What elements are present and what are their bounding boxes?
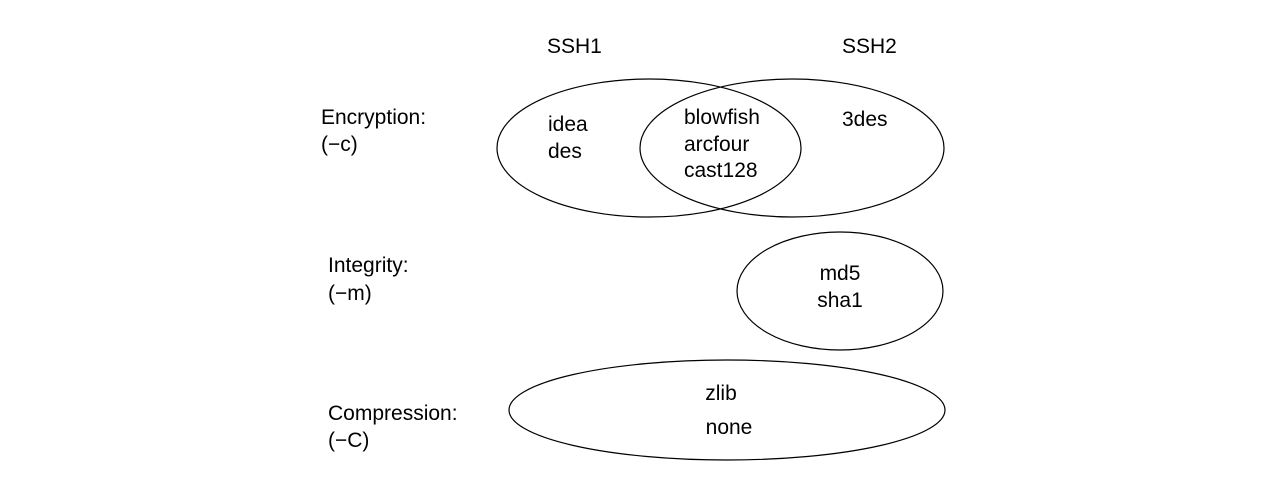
ssh1-column-header: SSH1 [547,35,602,58]
encryption-shared-item: blowfish [684,106,760,129]
integrity-ssh2-item: sha1 [817,289,863,312]
encryption-shared-item: cast128 [684,159,758,182]
ssh2-encryption-set [639,78,945,218]
encryption-row-flag: (−c) [321,133,358,156]
ssh2-integrity-set [736,231,944,351]
ssh2-column-header: SSH2 [842,35,897,58]
compression-row-flag: (−C) [328,429,369,452]
integrity-row-label: Integrity: [328,254,409,277]
encryption-ssh1-item: idea [548,113,588,136]
integrity-row-flag: (−m) [328,282,372,305]
compression-shared-item: zlib [705,382,737,405]
integrity-ssh2-item: md5 [820,262,861,285]
compression-both-set [508,359,946,461]
compression-row-label: Compression: [328,402,458,425]
encryption-row-label: Encryption: [321,106,426,129]
ssh1-encryption-set [496,78,802,218]
encryption-ssh1-item: des [548,140,582,163]
compression-shared-item: none [706,416,753,439]
encryption-ssh2-item: 3des [842,108,888,131]
encryption-shared-item: arcfour [684,133,749,156]
